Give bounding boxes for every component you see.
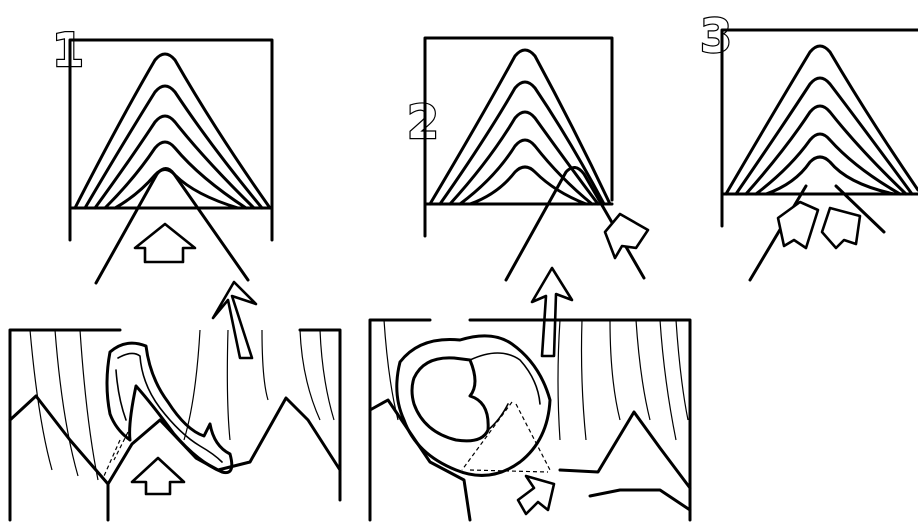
step-2-fold-layers (425, 50, 612, 204)
detail-2-push-arrow (518, 476, 554, 514)
step-3-frame (722, 30, 918, 226)
step-1-fold-layers (70, 54, 272, 208)
step-1-peak (96, 169, 248, 284)
step-2-panel: 2 (407, 38, 648, 356)
detail-2-loop-inner (412, 358, 488, 441)
step-2-link-arrow (532, 268, 572, 356)
detail-1-panel (10, 330, 340, 520)
step-1-number: 1 (52, 23, 84, 77)
step-1-panel: 1 (52, 23, 272, 358)
step-1-frame (70, 40, 272, 240)
detail-1-up-arrow (132, 458, 184, 494)
step-3-number: 3 (700, 9, 732, 63)
step-3-left-arrow (778, 202, 818, 248)
detail-2-hidden-lines (462, 402, 550, 472)
step-3-panel: 3 (700, 9, 918, 280)
step-2-number: 2 (407, 95, 439, 149)
step-1-up-arrow (135, 224, 195, 262)
step-3-fold-layers (722, 46, 918, 194)
step-3-right-arrow (822, 208, 860, 248)
detail-2-panel (370, 320, 690, 520)
detail-1-ridge (10, 396, 340, 484)
step-1-link-arrow (213, 282, 256, 358)
step-2-frame (425, 38, 612, 236)
step-3-peak (750, 186, 884, 280)
detail-1-pleats (30, 330, 334, 480)
